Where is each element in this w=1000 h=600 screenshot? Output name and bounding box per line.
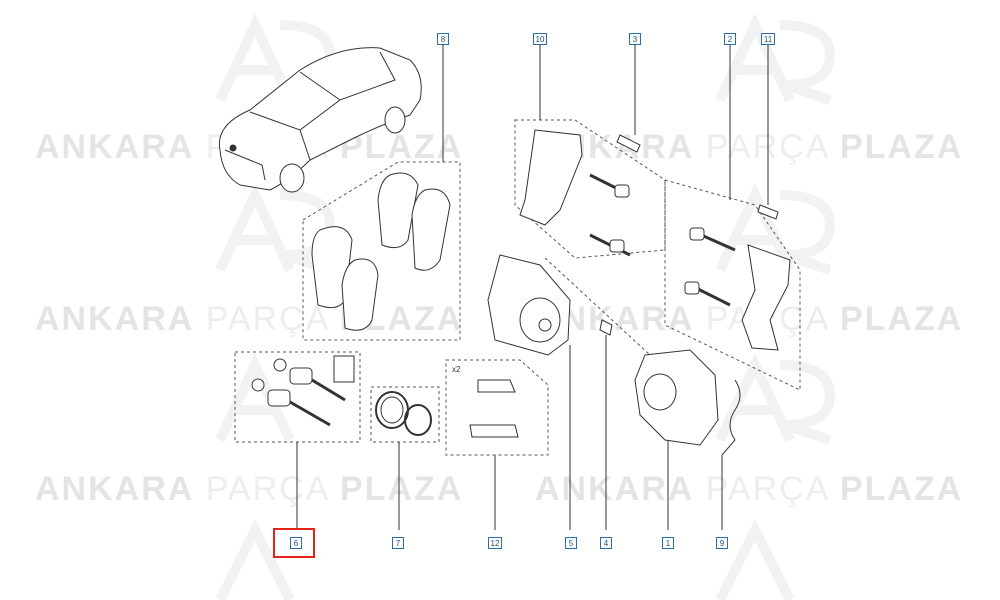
guide-pin-kit-drawing (251, 355, 355, 427)
watermark-logo (279, 190, 336, 275)
car-illustration (218, 47, 422, 193)
callout-9[interactable]: 9 (716, 537, 728, 549)
watermark-logo (215, 13, 295, 103)
caliper-drawing (634, 349, 719, 446)
callout-11[interactable]: 11 (761, 33, 775, 45)
watermark-logo (715, 183, 795, 273)
guide-pin-drawing (757, 204, 779, 220)
watermark-logo (779, 20, 836, 105)
callout-7[interactable]: 7 (392, 537, 404, 549)
selected-part-highlight (273, 528, 315, 558)
callout-10[interactable]: 10 (533, 33, 547, 45)
caliper-housing-drawing (487, 254, 571, 356)
piston-seal-drawing (375, 391, 432, 436)
callout-1[interactable]: 1 (662, 537, 674, 549)
watermark-row-bottom-left: ANKARA PARÇA PLAZA (35, 470, 464, 508)
callout-3[interactable]: 3 (629, 33, 641, 45)
watermark-logo (715, 518, 795, 600)
watermark-logo (779, 360, 836, 445)
group-10-outline (514, 119, 666, 259)
callout-4[interactable]: 4 (600, 537, 612, 549)
watermark-logo (215, 183, 295, 273)
group-12-outline (445, 359, 549, 456)
watermark-logo (215, 353, 295, 443)
carrier-right-drawing (684, 227, 791, 351)
callout-5[interactable]: 5 (565, 537, 577, 549)
brake-pads-drawing (311, 172, 451, 331)
callout-6[interactable]: 6 (290, 537, 302, 549)
anti-rattle-clip-drawing (469, 379, 519, 438)
bolt-drawing (616, 134, 641, 153)
watermark-logo (715, 353, 795, 443)
callout-2[interactable]: 2 (724, 33, 736, 45)
group-8-outline (302, 161, 461, 341)
watermark-logo-group (215, 13, 836, 600)
group-7-outline (370, 386, 440, 443)
callout-8[interactable]: 8 (437, 33, 449, 45)
spring-clip-drawing (721, 379, 741, 456)
watermark-logo (215, 518, 295, 600)
watermark-row-bottom-right: ANKARA PARÇA PLAZA (535, 470, 964, 508)
caliper-carrier-drawing (519, 129, 631, 257)
quantity-label: x2 (452, 365, 461, 374)
watermark-logo (779, 190, 836, 275)
bleed-screw-drawing (599, 319, 613, 336)
callout-12[interactable]: 12 (488, 537, 502, 549)
